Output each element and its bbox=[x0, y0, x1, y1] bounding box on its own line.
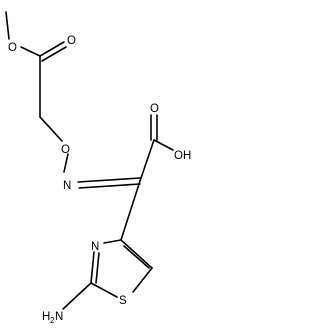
thiazole-nitrogen-label: N bbox=[91, 241, 99, 253]
amine-nitrogen-label: N bbox=[55, 311, 63, 323]
amine-hydrogen-label: H bbox=[42, 311, 50, 323]
bond-c4-c5-b bbox=[123, 245, 150, 269]
oxime-nitrogen-label: N bbox=[63, 180, 71, 192]
acid-hydroxyl-label: OH bbox=[174, 150, 191, 162]
bond-n3-c4 bbox=[103, 239, 122, 244]
bond-c4-c5-a bbox=[120, 239, 153, 269]
bond-ester-c-carbonyl-o-b bbox=[41, 46, 67, 62]
bond-o-ester-c bbox=[20, 46, 41, 57]
acid-carbonyl-oxygen-label: O bbox=[150, 103, 159, 115]
bond-n-c-double-b bbox=[78, 183, 141, 189]
thiazole-sulfur-label: S bbox=[119, 295, 127, 307]
ester-methoxy-oxygen-label: O bbox=[8, 42, 17, 54]
bond-c5-s bbox=[132, 267, 153, 293]
bond-acid-c-oh bbox=[153, 139, 174, 151]
oxime-oxygen-label: O bbox=[61, 144, 70, 156]
structure-diagram: O O O N O OH N S H 2 N bbox=[5, 11, 191, 325]
bond-s-c2 bbox=[90, 282, 118, 298]
bond-methyl-o bbox=[5, 11, 10, 40]
bond-ester-c-carbonyl-o-a bbox=[39, 41, 65, 57]
amine-hydrogen-count-label: 2 bbox=[50, 316, 55, 325]
bond-c-acid-c bbox=[139, 139, 155, 182]
bond-c-c4 bbox=[120, 180, 141, 241]
bond-n-c-double-a bbox=[77, 177, 141, 183]
bond-ch2-oxime-o bbox=[39, 116, 63, 142]
bond-c2-nh2 bbox=[62, 282, 92, 310]
bond-oxime-o-n bbox=[63, 153, 69, 173]
ester-carbonyl-oxygen-label: O bbox=[67, 35, 76, 47]
bond-c2-n3-b bbox=[95, 252, 100, 284]
bond-c2-n3-a bbox=[90, 251, 95, 284]
